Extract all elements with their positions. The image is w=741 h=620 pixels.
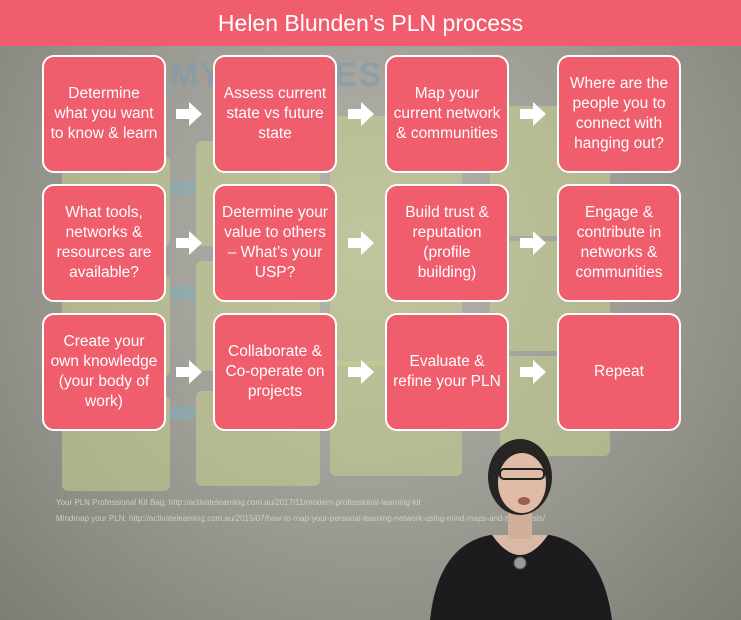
step-6-box: Determine your value to others – What’s … [213, 184, 337, 302]
step-3-box: Map your current network & communities [385, 55, 509, 173]
arrow-right-icon [520, 360, 546, 384]
arrow-right-icon [348, 102, 374, 126]
step-7-box: Build trust & reputation (profile buildi… [385, 184, 509, 302]
presenter-photo [430, 439, 612, 620]
step-8-box: Engage & contribute in networks & commun… [557, 184, 681, 302]
arrow-right-icon [520, 231, 546, 255]
step-4-box: Where are the people you to connect with… [557, 55, 681, 173]
step-1-box: Determine what you want to know & learn [42, 55, 166, 173]
ghost-arrow [170, 406, 196, 420]
background-footnote: Your PLN Professional Kit Bag: http://ac… [56, 498, 421, 507]
arrow-right-icon [348, 231, 374, 255]
background-footnote: Mindmap your PLN: http://activatelearnin… [56, 514, 546, 523]
step-12-box: Repeat [557, 313, 681, 431]
step-10-box: Collaborate & Co-operate on projects [213, 313, 337, 431]
ghost-arrow [170, 181, 196, 195]
step-5-box: What tools, networks & resources are ava… [42, 184, 166, 302]
arrow-right-icon [520, 102, 546, 126]
step-9-box: Create your own knowledge (your body of … [42, 313, 166, 431]
ghost-arrow [170, 286, 196, 300]
arrow-right-icon [176, 102, 202, 126]
step-2-box: Assess current state vs future state [213, 55, 337, 173]
arrow-right-icon [348, 360, 374, 384]
diagram-title: Helen Blunden’s PLN process [0, 0, 741, 46]
arrow-right-icon [176, 360, 202, 384]
arrow-right-icon [176, 231, 202, 255]
step-11-box: Evaluate & refine your PLN [385, 313, 509, 431]
